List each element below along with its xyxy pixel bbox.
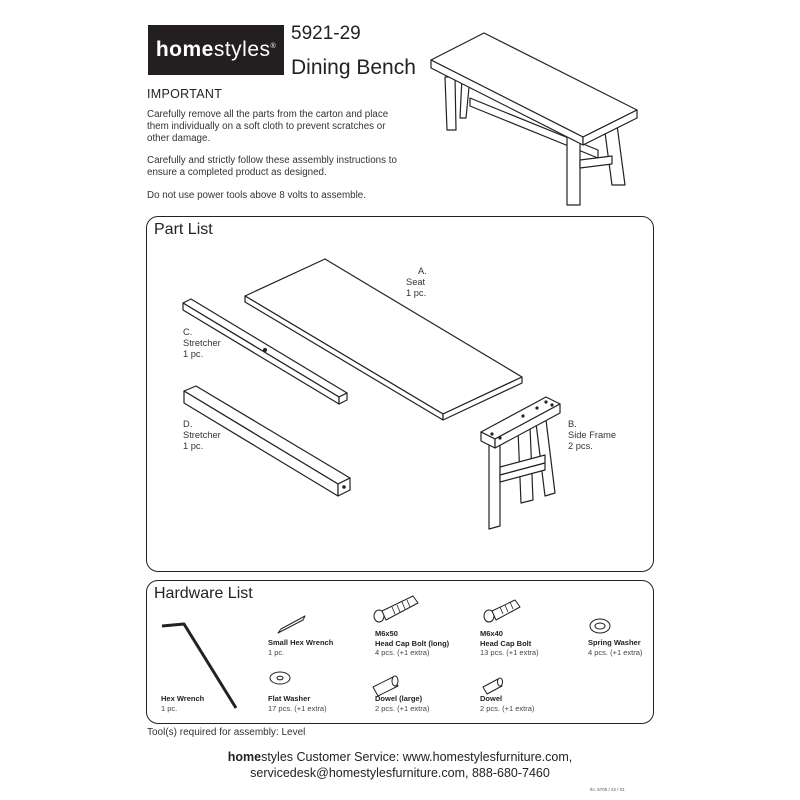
part-c-qty: 1 pc. [183,349,204,359]
part-d-letter: D. [183,419,193,429]
hardware-item-large-dowel: Dowel (large) 2 pcs. (+1 extra) [375,694,429,713]
part-a-label: A. Seat 1 pc. [406,266,427,299]
instruction-paragraph-1: Carefully remove all the parts from the … [147,109,389,144]
footer-line-1: styles Customer Service: www.homestylesf… [261,750,573,764]
hardware-item-spring-washer: Spring Washer 4 pcs. (+1 extra) [588,638,642,657]
document-code: Ilo. 5705 / 22 / 01 [590,787,625,792]
part-list-panel [146,216,654,572]
part-b-name: Side Frame [568,430,617,440]
logo-brand-bold: home [155,38,214,61]
hardware-code: M6x50 [375,629,398,638]
instruction-paragraph-2: Carefully and strictly follow these asse… [147,155,397,178]
hardware-list-title: Hardware List [154,585,253,602]
hardware-name: Spring Washer [588,638,641,647]
hardware-qty: 2 pcs. (+1 extra) [480,703,535,713]
hardware-qty: 4 pcs. (+1 extra) [588,647,643,657]
hardware-qty: 17 pcs. (+1 extra) [268,703,327,713]
part-b-letter: B. [568,419,577,429]
hardware-item-flat-washer: Flat Washer 17 pcs. (+1 extra) [268,694,327,713]
hardware-item-small-hex-wrench: Small Hex Wrench 1 pc. [268,638,333,657]
hardware-qty: 2 pcs. (+1 extra) [375,703,430,713]
hardware-qty: 13 pcs. (+1 extra) [480,648,539,657]
hardware-name: Dowel (large) [375,694,423,703]
hardware-item-long-bolt: M6x50 Head Cap Bolt (long) 4 pcs. (+1 ex… [375,629,449,658]
part-b-label: B. Side Frame 2 pcs. [568,419,616,452]
hardware-qty: 1 pc. [161,703,178,713]
tools-required-note: Tool(s) required for assembly: Level [147,727,306,738]
footer-brand-bold: home [227,750,262,764]
part-d-name: Stretcher [183,430,221,440]
instruction-paragraph-3: Do not use power tools above 8 volts to … [147,190,366,201]
part-c-label: C. Stretcher 1 pc. [183,327,221,360]
hardware-name: Small Hex Wrench [268,638,334,647]
hardware-item-dowel: Dowel 2 pcs. (+1 extra) [480,694,534,713]
hardware-list-panel [146,580,654,724]
part-c-letter: C. [183,327,193,337]
hardware-qty: 4 pcs. (+1 extra) [375,648,430,657]
part-list-title: Part List [154,221,213,238]
brand-logo: homestyles® [148,25,284,75]
hardware-item-bolt: M6x40 Head Cap Bolt 13 pcs. (+1 extra) [480,629,539,658]
footer-line-2: servicedesk@homestylesfurniture.com, 888… [250,766,550,780]
hardware-name: Flat Washer [268,694,311,703]
part-d-label: D. Stretcher 1 pc. [183,419,221,452]
customer-service-line: homestyles Customer Service: www.homesty… [0,750,800,764]
hardware-code: M6x40 [480,629,503,638]
part-c-name: Stretcher [183,338,221,348]
logo-brand-rest: styles [213,38,271,61]
important-heading: IMPORTANT [147,87,223,101]
product-title: Dining Bench [291,56,416,79]
hardware-item-hex-wrench: Hex Wrench 1 pc. [161,694,204,713]
hardware-name: Hex Wrench [161,694,205,703]
part-a-name: Seat [406,277,426,287]
part-b-qty: 2 pcs. [568,441,593,451]
hardware-name: Head Cap Bolt [480,638,532,648]
model-number: 5921-29 [291,23,361,44]
part-a-letter: A. [418,266,427,276]
part-d-qty: 1 pc. [183,441,204,451]
hardware-qty: 1 pc. [268,647,285,657]
hardware-name: Dowel [480,694,503,703]
hardware-name: Head Cap Bolt (long) [375,638,450,648]
part-a-qty: 1 pc. [406,288,427,298]
